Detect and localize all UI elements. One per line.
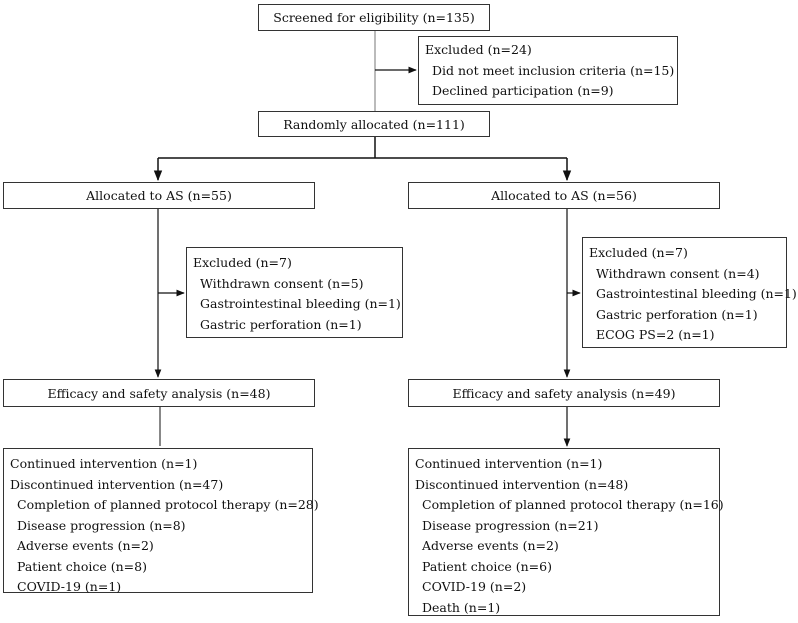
- left-excluded-item: Withdrawn consent (n=5): [200, 275, 364, 291]
- right-allocated-box: Allocated to AS (n=56): [408, 182, 720, 209]
- left-excluded-box: Excluded (n=7) Withdrawn consent (n=5) G…: [186, 247, 403, 338]
- left-outcome-item: Patient choice (n=8): [17, 558, 147, 574]
- left-discontinued-intervention: Discontinued intervention (n=47): [10, 476, 224, 492]
- left-outcome-item: Adverse events (n=2): [17, 538, 154, 553]
- right-continued-intervention: Continued intervention (n=1): [415, 456, 603, 471]
- right-excluded-item: Gastric perforation (n=1): [596, 306, 758, 322]
- right-excluded-box: Excluded (n=7) Withdrawn consent (n=4) G…: [582, 237, 797, 348]
- right-outcome-item: Disease progression (n=21): [422, 517, 599, 533]
- right-outcome-item: Patient choice (n=6): [422, 558, 552, 574]
- right-allocated-label: Allocated to AS (n=56): [491, 188, 637, 203]
- excluded-screening-title: Excluded (n=24): [425, 42, 532, 57]
- right-excluded-item: Gastrointestinal bleeding (n=1): [596, 286, 797, 301]
- right-excluded-title: Excluded (n=7): [589, 245, 688, 260]
- right-excluded-item: ECOG PS=2 (n=1): [596, 327, 715, 342]
- randomized-box: Randomly allocated (n=111): [258, 111, 490, 137]
- right-outcome-item: Adverse events (n=2): [422, 538, 559, 553]
- left-outcome-item: Completion of planned protocol therapy (…: [17, 497, 319, 512]
- left-continued-intervention: Continued intervention (n=1): [10, 456, 198, 471]
- left-outcome-item: COVID-19 (n=1): [17, 579, 122, 594]
- screening-box: Screened for eligibility (n=135): [258, 4, 490, 31]
- right-outcome-box: Continued intervention (n=1) Discontinue…: [408, 448, 724, 616]
- left-allocated-label: Allocated to AS (n=55): [86, 188, 232, 203]
- left-excluded-title: Excluded (n=7): [193, 255, 292, 270]
- right-excluded-item: Withdrawn consent (n=4): [596, 265, 760, 281]
- excluded-screening-box: Excluded (n=24) Did not meet inclusion c…: [418, 36, 678, 105]
- right-outcome-item: Death (n=1): [422, 599, 501, 615]
- right-outcome-item: COVID-19 (n=2): [422, 579, 527, 594]
- left-allocated-box: Allocated to AS (n=55): [3, 182, 315, 209]
- right-outcome-item: Completion of planned protocol therapy (…: [422, 497, 724, 512]
- excluded-screening-item: Did not meet inclusion criteria (n=15): [432, 62, 675, 78]
- right-discontinued-intervention: Discontinued intervention (n=48): [415, 476, 629, 492]
- left-excluded-item: Gastrointestinal bleeding (n=1): [200, 296, 401, 311]
- right-analysis-label: Efficacy and safety analysis (n=49): [452, 385, 676, 401]
- left-analysis-box: Efficacy and safety analysis (n=48): [3, 379, 315, 407]
- left-outcome-item: Disease progression (n=8): [17, 517, 186, 533]
- right-analysis-box: Efficacy and safety analysis (n=49): [408, 379, 720, 407]
- left-outcome-box: Continued intervention (n=1) Discontinue…: [3, 448, 319, 594]
- left-analysis-label: Efficacy and safety analysis (n=48): [47, 385, 271, 401]
- randomized-label: Randomly allocated (n=111): [283, 116, 465, 132]
- screening-label: Screened for eligibility (n=135): [273, 10, 475, 25]
- left-excluded-item: Gastric perforation (n=1): [200, 316, 362, 332]
- excluded-screening-item: Declined participation (n=9): [432, 83, 614, 98]
